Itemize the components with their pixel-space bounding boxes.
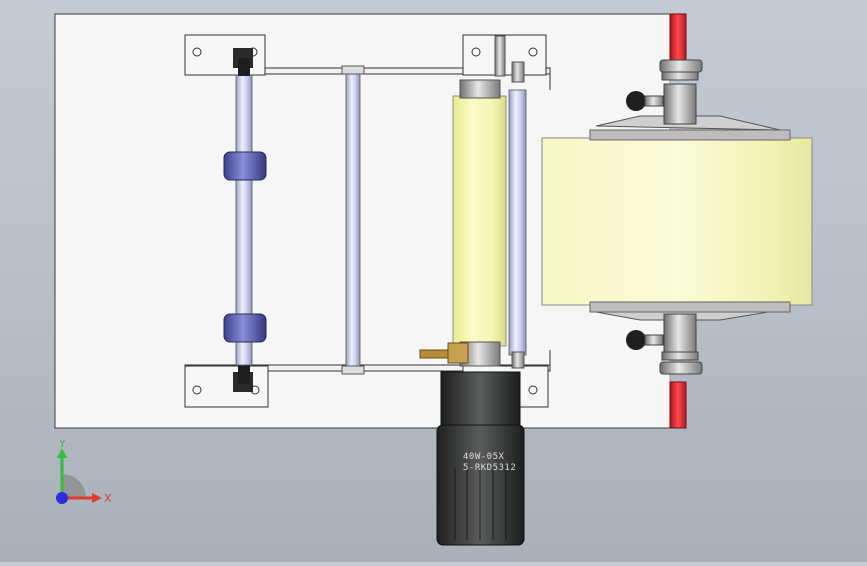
red-shaft [669, 13, 687, 429]
y-axis-label: Y [58, 440, 66, 450]
brass-fitting [419, 342, 469, 364]
hub-top [626, 59, 703, 125]
motor-label-line2: 5-RKD5312 [463, 463, 517, 473]
pressure-roller [508, 61, 527, 369]
bracket-top-left [184, 34, 266, 76]
hub-bottom [626, 313, 703, 375]
guide-roller [341, 65, 365, 375]
x-axis-label: X [104, 492, 112, 505]
gear-motor [436, 371, 525, 546]
left-roller [223, 58, 267, 384]
bracket-bottom-left [184, 365, 269, 408]
motor-label-line1: 40W-05X [463, 452, 505, 462]
axis-triad: Y X [56, 440, 112, 505]
drive-roller [452, 35, 507, 367]
label-roll [541, 115, 813, 321]
